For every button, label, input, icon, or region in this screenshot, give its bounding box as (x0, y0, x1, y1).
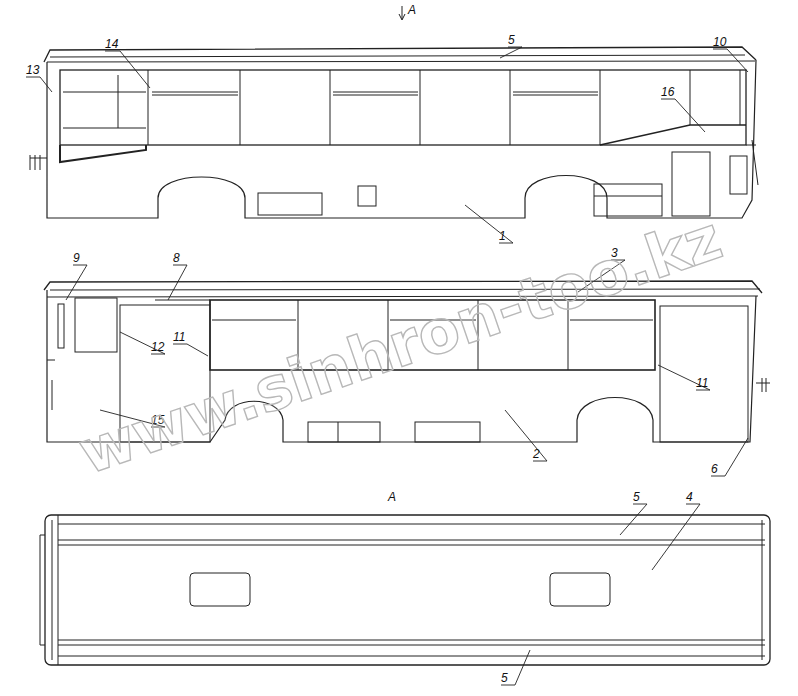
callout-number: 13 (26, 64, 39, 76)
callout-number: A (408, 4, 416, 16)
callout-number: 11 (696, 377, 708, 389)
callout-number: 14 (105, 38, 118, 50)
callout-number: 5 (633, 491, 640, 503)
callout-number: 1 (499, 230, 506, 242)
roof-view (40, 515, 770, 665)
callout-number: 6 (711, 463, 718, 475)
callout-number: A (388, 491, 396, 503)
side-view-left (30, 47, 758, 218)
callout-number: 10 (713, 36, 726, 48)
callout-number: 12 (151, 341, 164, 353)
view-arrow (399, 6, 405, 20)
leader-lines (26, 47, 748, 685)
callout-number: 9 (73, 252, 80, 264)
callout-number: 2 (533, 448, 540, 460)
callout-number: 11 (173, 331, 185, 343)
callout-number: 8 (173, 252, 180, 264)
callout-number: 4 (686, 491, 693, 503)
callout-number: 5 (508, 34, 515, 46)
callout-number: 16 (661, 86, 674, 98)
callout-number: 5 (501, 672, 508, 684)
